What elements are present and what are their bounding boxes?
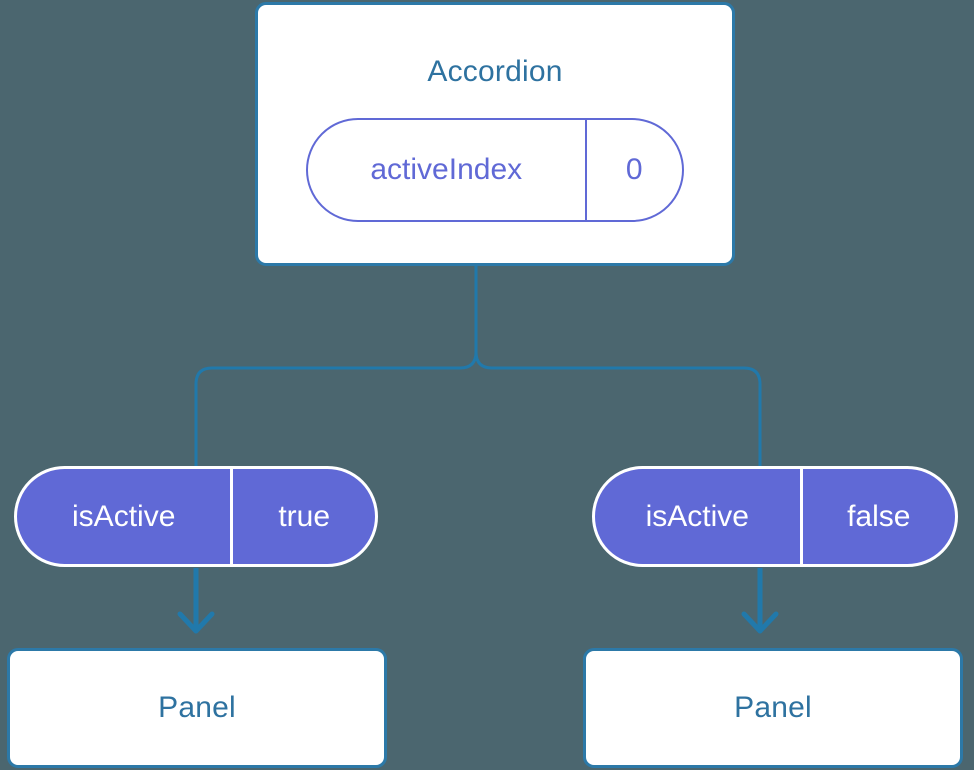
panel-component-node-right[interactable]: Panel <box>583 648 963 768</box>
prop-pill-is-active-true-key: isActive <box>17 469 234 564</box>
panel-node-title-right: Panel <box>734 691 812 724</box>
accordion-node-title: Accordion <box>427 55 563 88</box>
state-pill-active-index[interactable]: activeIndex 0 <box>306 118 684 222</box>
tree-connector-path <box>194 264 478 468</box>
prop-pill-is-active-false-value: false <box>847 499 911 533</box>
prop-pill-is-active-false-key: isActive <box>595 469 803 564</box>
panel-component-node-left[interactable]: Panel <box>7 648 387 768</box>
prop-pill-is-active-false[interactable]: isActive false <box>592 466 958 567</box>
state-pill-active-index-key: activeIndex <box>308 120 587 220</box>
prop-pill-is-active-true-value: true <box>278 499 331 533</box>
state-pill-active-index-value: 0 <box>625 153 643 186</box>
panel-node-title-left: Panel <box>158 691 236 724</box>
prop-pill-is-active-true[interactable]: isActive true <box>14 466 378 567</box>
arrow-right <box>741 568 779 634</box>
arrow-left <box>177 568 215 634</box>
tree-connector-path-right <box>474 264 762 468</box>
